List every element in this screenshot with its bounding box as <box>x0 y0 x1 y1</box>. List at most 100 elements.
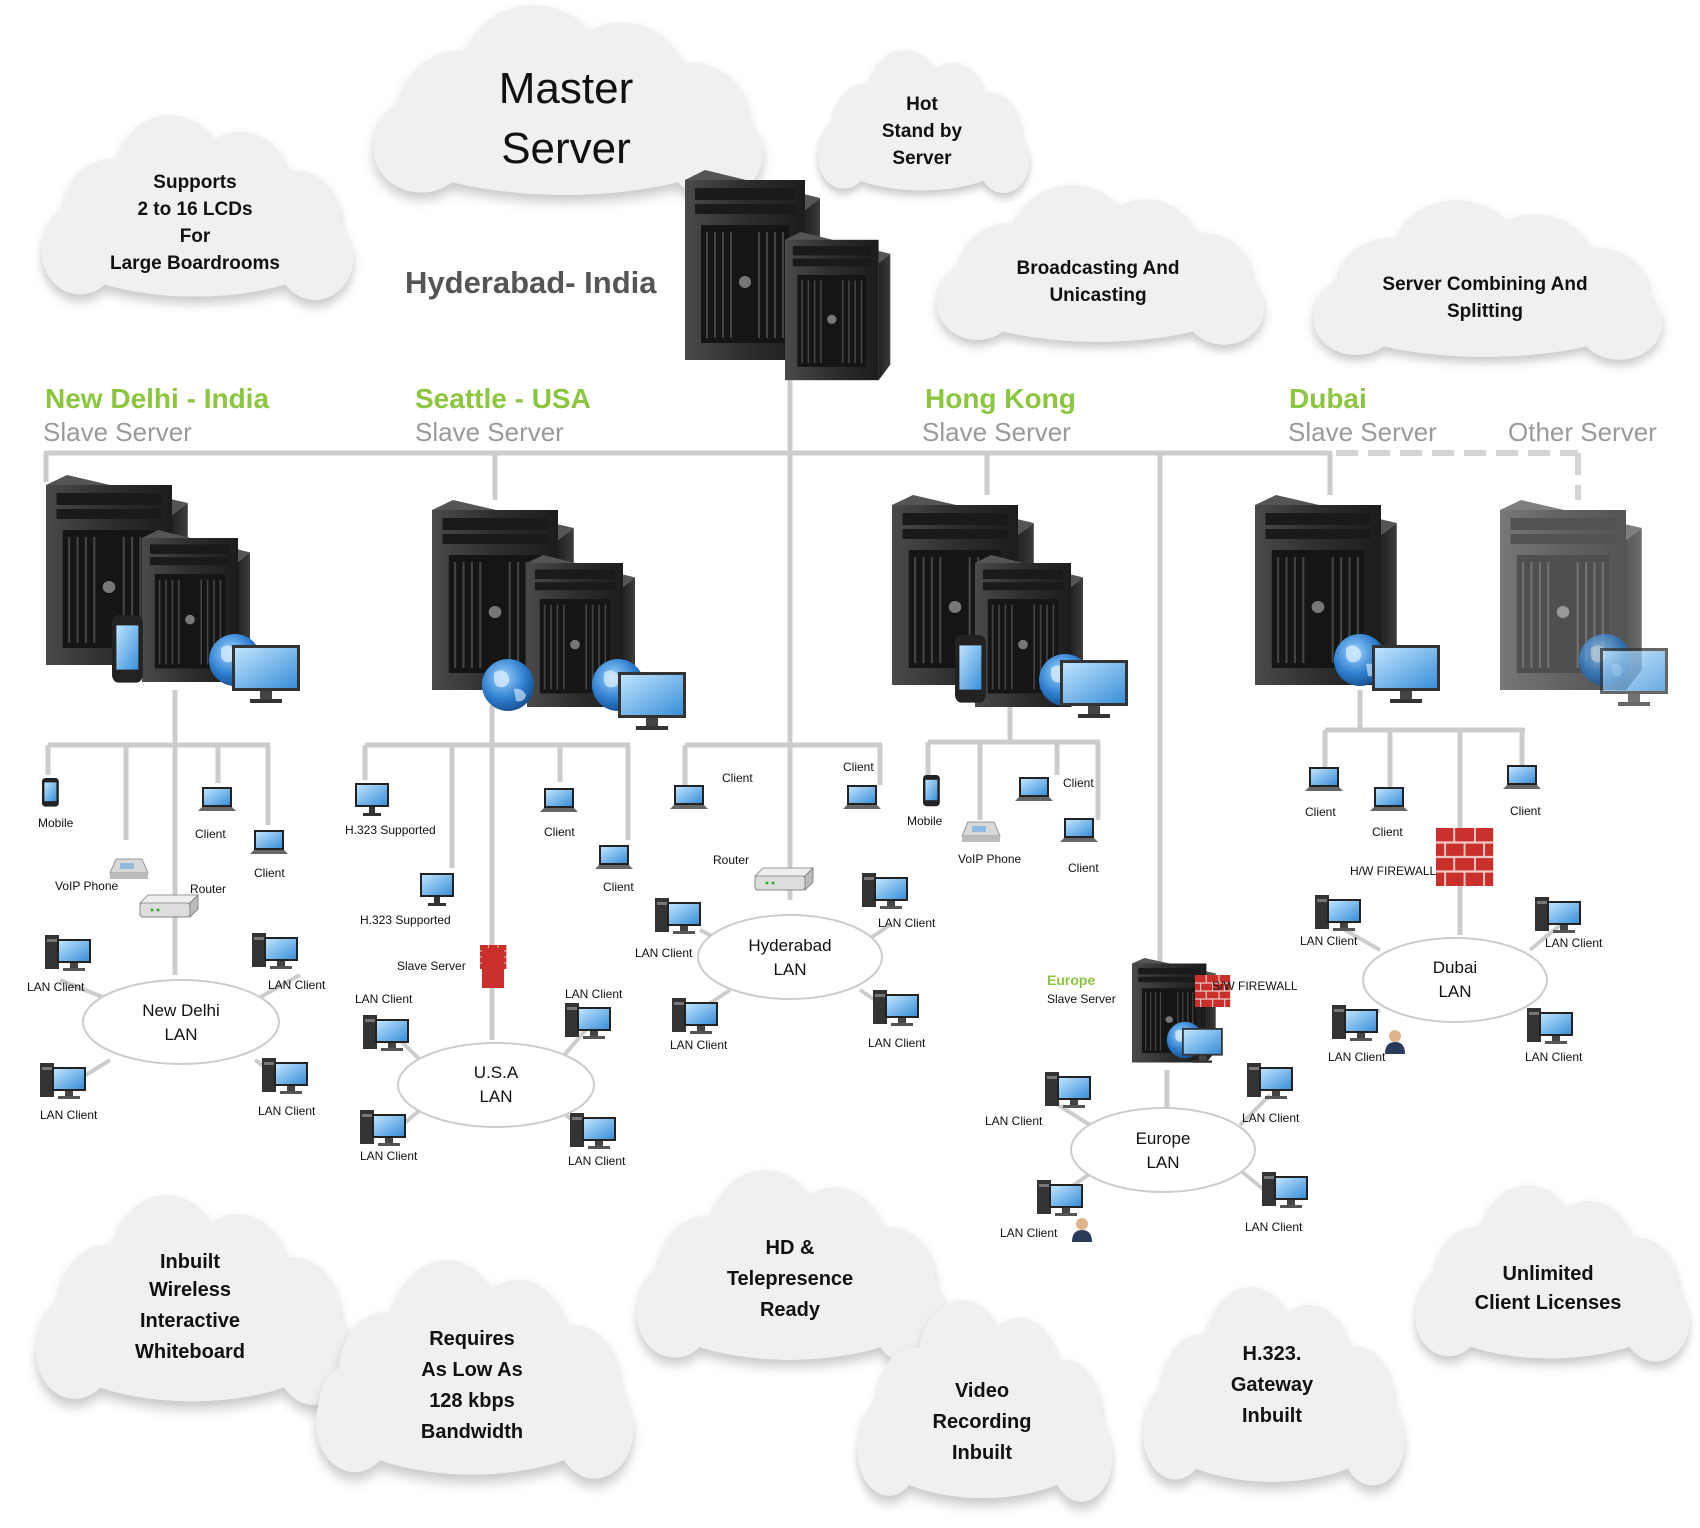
svg-text:LAN Client: LAN Client <box>1242 1111 1300 1125</box>
hong-kong-monitor-icon <box>1060 660 1128 718</box>
europe-server: Europe Slave Server S/W FIREWALL <box>1047 957 1298 1064</box>
desktop-icon <box>45 935 91 971</box>
hong-kong-city: Hong Kong <box>925 383 1076 414</box>
svg-text:LAN Client: LAN Client <box>1300 934 1358 948</box>
desktop-icon <box>873 990 919 1026</box>
desktop-icon <box>1045 1072 1091 1108</box>
master-server-tower-front <box>784 231 892 381</box>
desktop-icon <box>655 898 701 934</box>
svg-text:Inbuilt: Inbuilt <box>1242 1405 1302 1427</box>
usa-slave-server: Slave Server <box>397 944 507 988</box>
hyd-client-2: Client <box>843 760 881 809</box>
nd-router: Router <box>139 882 226 918</box>
hyd-lan-client-4: LAN Client <box>868 990 926 1050</box>
usa-lan: U.S.A LAN <box>397 1042 595 1128</box>
dubai-monitor-icon <box>1372 645 1440 703</box>
svg-text:LAN: LAN <box>479 1087 512 1106</box>
svg-text:Video: Video <box>955 1380 1009 1402</box>
eu-lan-client-2: LAN Client <box>1242 1063 1300 1125</box>
dubai-role: Slave Server <box>1288 417 1437 447</box>
svg-text:For: For <box>180 226 211 247</box>
whiteboard-text: Inbuilt Wireless Interactive Whiteboard <box>135 1251 245 1363</box>
usa-client-1: Client <box>540 788 578 839</box>
svg-text:Bandwidth: Bandwidth <box>421 1421 523 1443</box>
desktop-icon <box>1332 1005 1378 1041</box>
usa-lan-client-4: LAN Client <box>568 1113 626 1168</box>
desktop-icon <box>862 873 908 909</box>
hk-voip: VoIP Phone <box>958 821 1021 866</box>
router-icon <box>139 894 199 918</box>
svg-text:Server Combining And: Server Combining And <box>1382 274 1587 295</box>
other-server-dashed-link <box>1336 450 1581 500</box>
svg-text:Client: Client <box>843 760 874 774</box>
svg-text:LAN Client: LAN Client <box>1245 1220 1303 1234</box>
nd-mobile: Mobile <box>38 778 74 830</box>
hong-kong-role: Slave Server <box>922 417 1071 447</box>
desktop-icon <box>262 1058 308 1094</box>
other-server-role: Other Server <box>1508 417 1657 447</box>
seattle-monitor-icon <box>618 672 686 730</box>
hk-client-1: Client <box>1015 776 1094 801</box>
svg-text:Whiteboard: Whiteboard <box>135 1341 245 1363</box>
usa-lan-client-3: LAN Client <box>360 1110 418 1163</box>
svg-text:Client: Client <box>1063 776 1094 790</box>
desktop-icon <box>672 998 718 1034</box>
svg-text:H.323.: H.323. <box>1243 1343 1302 1365</box>
master-location: Hyderabad- India <box>405 265 657 300</box>
svg-text:Europe: Europe <box>1047 972 1095 988</box>
nd-lan-client-4: LAN Client <box>258 1058 316 1118</box>
svg-text:LAN Client: LAN Client <box>565 987 623 1001</box>
seattle-role: Slave Server <box>415 417 564 447</box>
svg-text:Client: Client <box>722 771 753 785</box>
dubai-client-1: Client <box>1305 767 1343 819</box>
svg-text:New Delhi: New Delhi <box>142 1001 219 1020</box>
svg-text:LAN Client: LAN Client <box>568 1154 626 1168</box>
svg-text:U.S.A: U.S.A <box>474 1063 519 1082</box>
svg-text:H/W FIREWALL: H/W FIREWALL <box>1350 864 1437 878</box>
dubai-city: Dubai <box>1289 383 1367 414</box>
master-title-line2: Server <box>501 124 631 173</box>
svg-text:LAN: LAN <box>1438 982 1471 1001</box>
nd-voip: VoIP Phone <box>55 858 149 893</box>
hyd-lan-client-2: LAN Client <box>862 873 936 930</box>
usa-h323-1: H.323 Supported <box>345 783 436 837</box>
svg-text:H.323 Supported: H.323 Supported <box>345 823 436 837</box>
svg-text:Mobile: Mobile <box>38 816 74 830</box>
licenses-text: Unlimited Client Licenses <box>1475 1263 1622 1314</box>
europe-lan: Europe LAN <box>1070 1107 1256 1193</box>
svg-text:LAN: LAN <box>164 1025 197 1044</box>
svg-text:Dubai: Dubai <box>1433 958 1477 977</box>
svg-text:Recording: Recording <box>933 1411 1032 1433</box>
svg-text:Server: Server <box>892 148 952 169</box>
mobile-icon <box>42 778 59 807</box>
svg-text:Client: Client <box>1305 805 1336 819</box>
svg-text:Client: Client <box>1372 825 1403 839</box>
svg-text:Client: Client <box>544 825 575 839</box>
svg-text:Requires: Requires <box>429 1328 515 1350</box>
svg-text:Splitting: Splitting <box>1447 301 1523 322</box>
svg-text:Broadcasting And: Broadcasting And <box>1017 258 1180 279</box>
usa-lan-client-2: LAN Client <box>565 987 623 1039</box>
monitor-icon <box>355 783 389 816</box>
hyd-client-1: Client <box>670 771 753 809</box>
laptop-icon <box>670 785 708 809</box>
svg-text:Client: Client <box>1068 861 1099 875</box>
svg-text:Wireless: Wireless <box>149 1279 231 1301</box>
desktop-icon <box>1527 1008 1573 1044</box>
other-monitor-icon <box>1600 648 1668 706</box>
svg-text:Supports: Supports <box>153 172 236 193</box>
new-delhi-lan: New Delhi LAN <box>82 979 280 1065</box>
dubai-lan-client-3: LAN Client <box>1328 1005 1405 1064</box>
svg-text:HD &: HD & <box>766 1237 815 1259</box>
svg-text:LAN Client: LAN Client <box>40 1108 98 1122</box>
eu-lan-client-3: LAN Client <box>1000 1180 1092 1242</box>
svg-text:Hyderabad: Hyderabad <box>748 936 831 955</box>
eu-lan-client-1: LAN Client <box>985 1072 1091 1128</box>
svg-text:As Low As: As Low As <box>421 1359 523 1381</box>
new-delhi-city: New Delhi - India <box>45 383 269 414</box>
svg-text:Inbuilt: Inbuilt <box>160 1251 220 1273</box>
dubai-hw-firewall: H/W FIREWALL <box>1350 826 1495 888</box>
mobile-icon <box>923 775 940 807</box>
seattle-globe-icon <box>482 659 534 711</box>
desktop-icon <box>570 1113 616 1149</box>
